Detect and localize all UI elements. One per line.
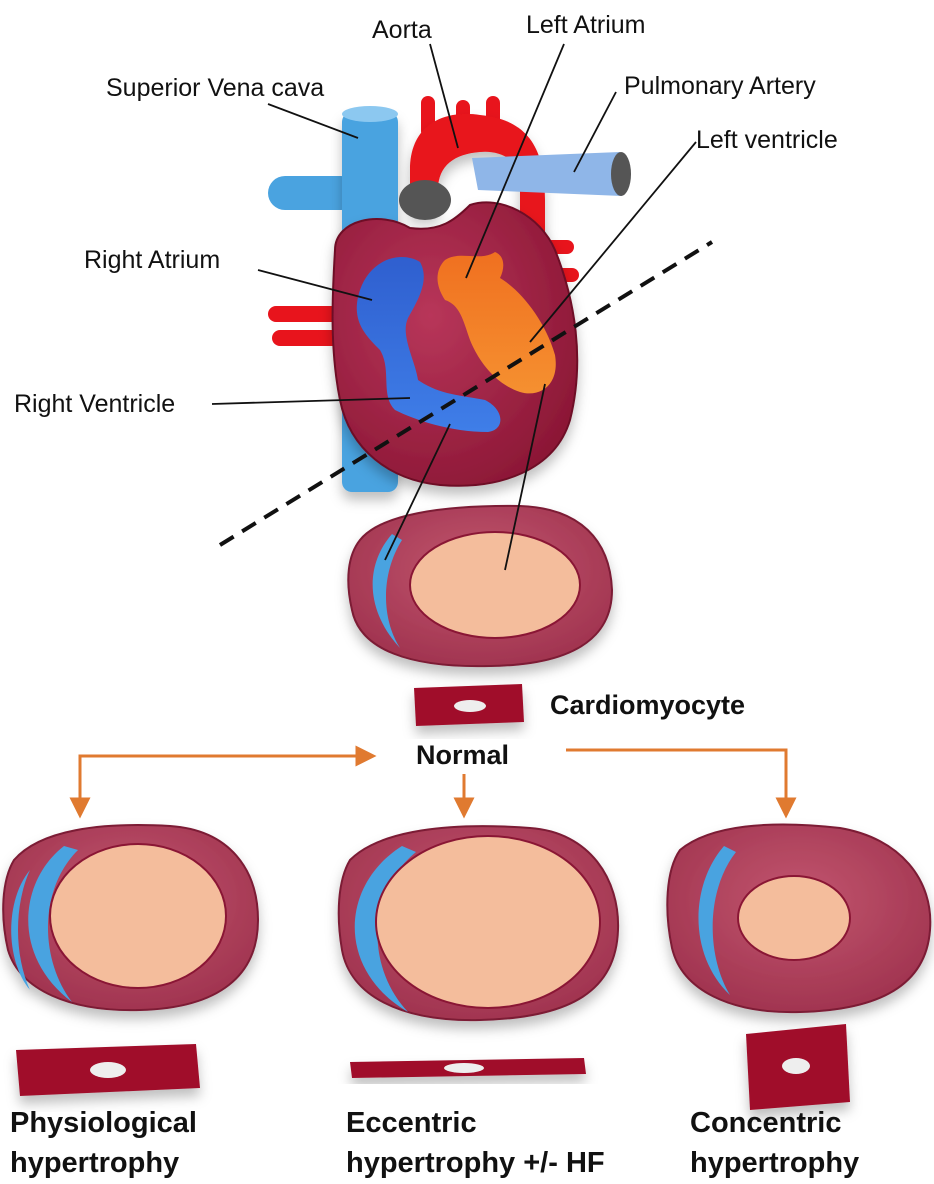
label-cardiomyocyte: Cardiomyocyte (550, 690, 745, 720)
caption-physiological-line1: Physiological (10, 1107, 197, 1139)
pulmonary-artery-vessel (472, 152, 631, 196)
label-left-ventricle: Left ventricle (696, 126, 838, 154)
label-superior-vena-cava: Superior Vena cava (106, 74, 324, 102)
caption-eccentric-line2: hypertrophy +/- HF (346, 1147, 605, 1179)
caption-concentric-line2: hypertrophy (690, 1147, 859, 1179)
normal-cross-section (348, 506, 612, 666)
label-aorta: Aorta (372, 16, 432, 44)
caption-physiological-line2: hypertrophy (10, 1147, 179, 1179)
vessel-opening (399, 180, 451, 220)
label-left-atrium: Left Atrium (526, 11, 646, 39)
normal-cardiomyocyte (414, 684, 524, 726)
label-pulmonary-artery: Pulmonary Artery (624, 72, 816, 100)
eccentric-cross-section (339, 826, 618, 1020)
label-right-atrium: Right Atrium (84, 246, 220, 274)
caption-concentric-line1: Concentric (690, 1107, 841, 1139)
label-normal: Normal (416, 740, 509, 770)
concentric-cardiomyocyte (746, 1024, 850, 1110)
eccentric-cardiomyocyte (350, 1058, 586, 1078)
caption-eccentric-line1: Eccentric (346, 1107, 477, 1139)
concentric-cross-section (667, 824, 930, 1012)
label-right-ventricle: Right Ventricle (14, 390, 175, 418)
physiological-cardiomyocyte (16, 1044, 200, 1096)
physiological-cross-section (3, 825, 258, 1010)
